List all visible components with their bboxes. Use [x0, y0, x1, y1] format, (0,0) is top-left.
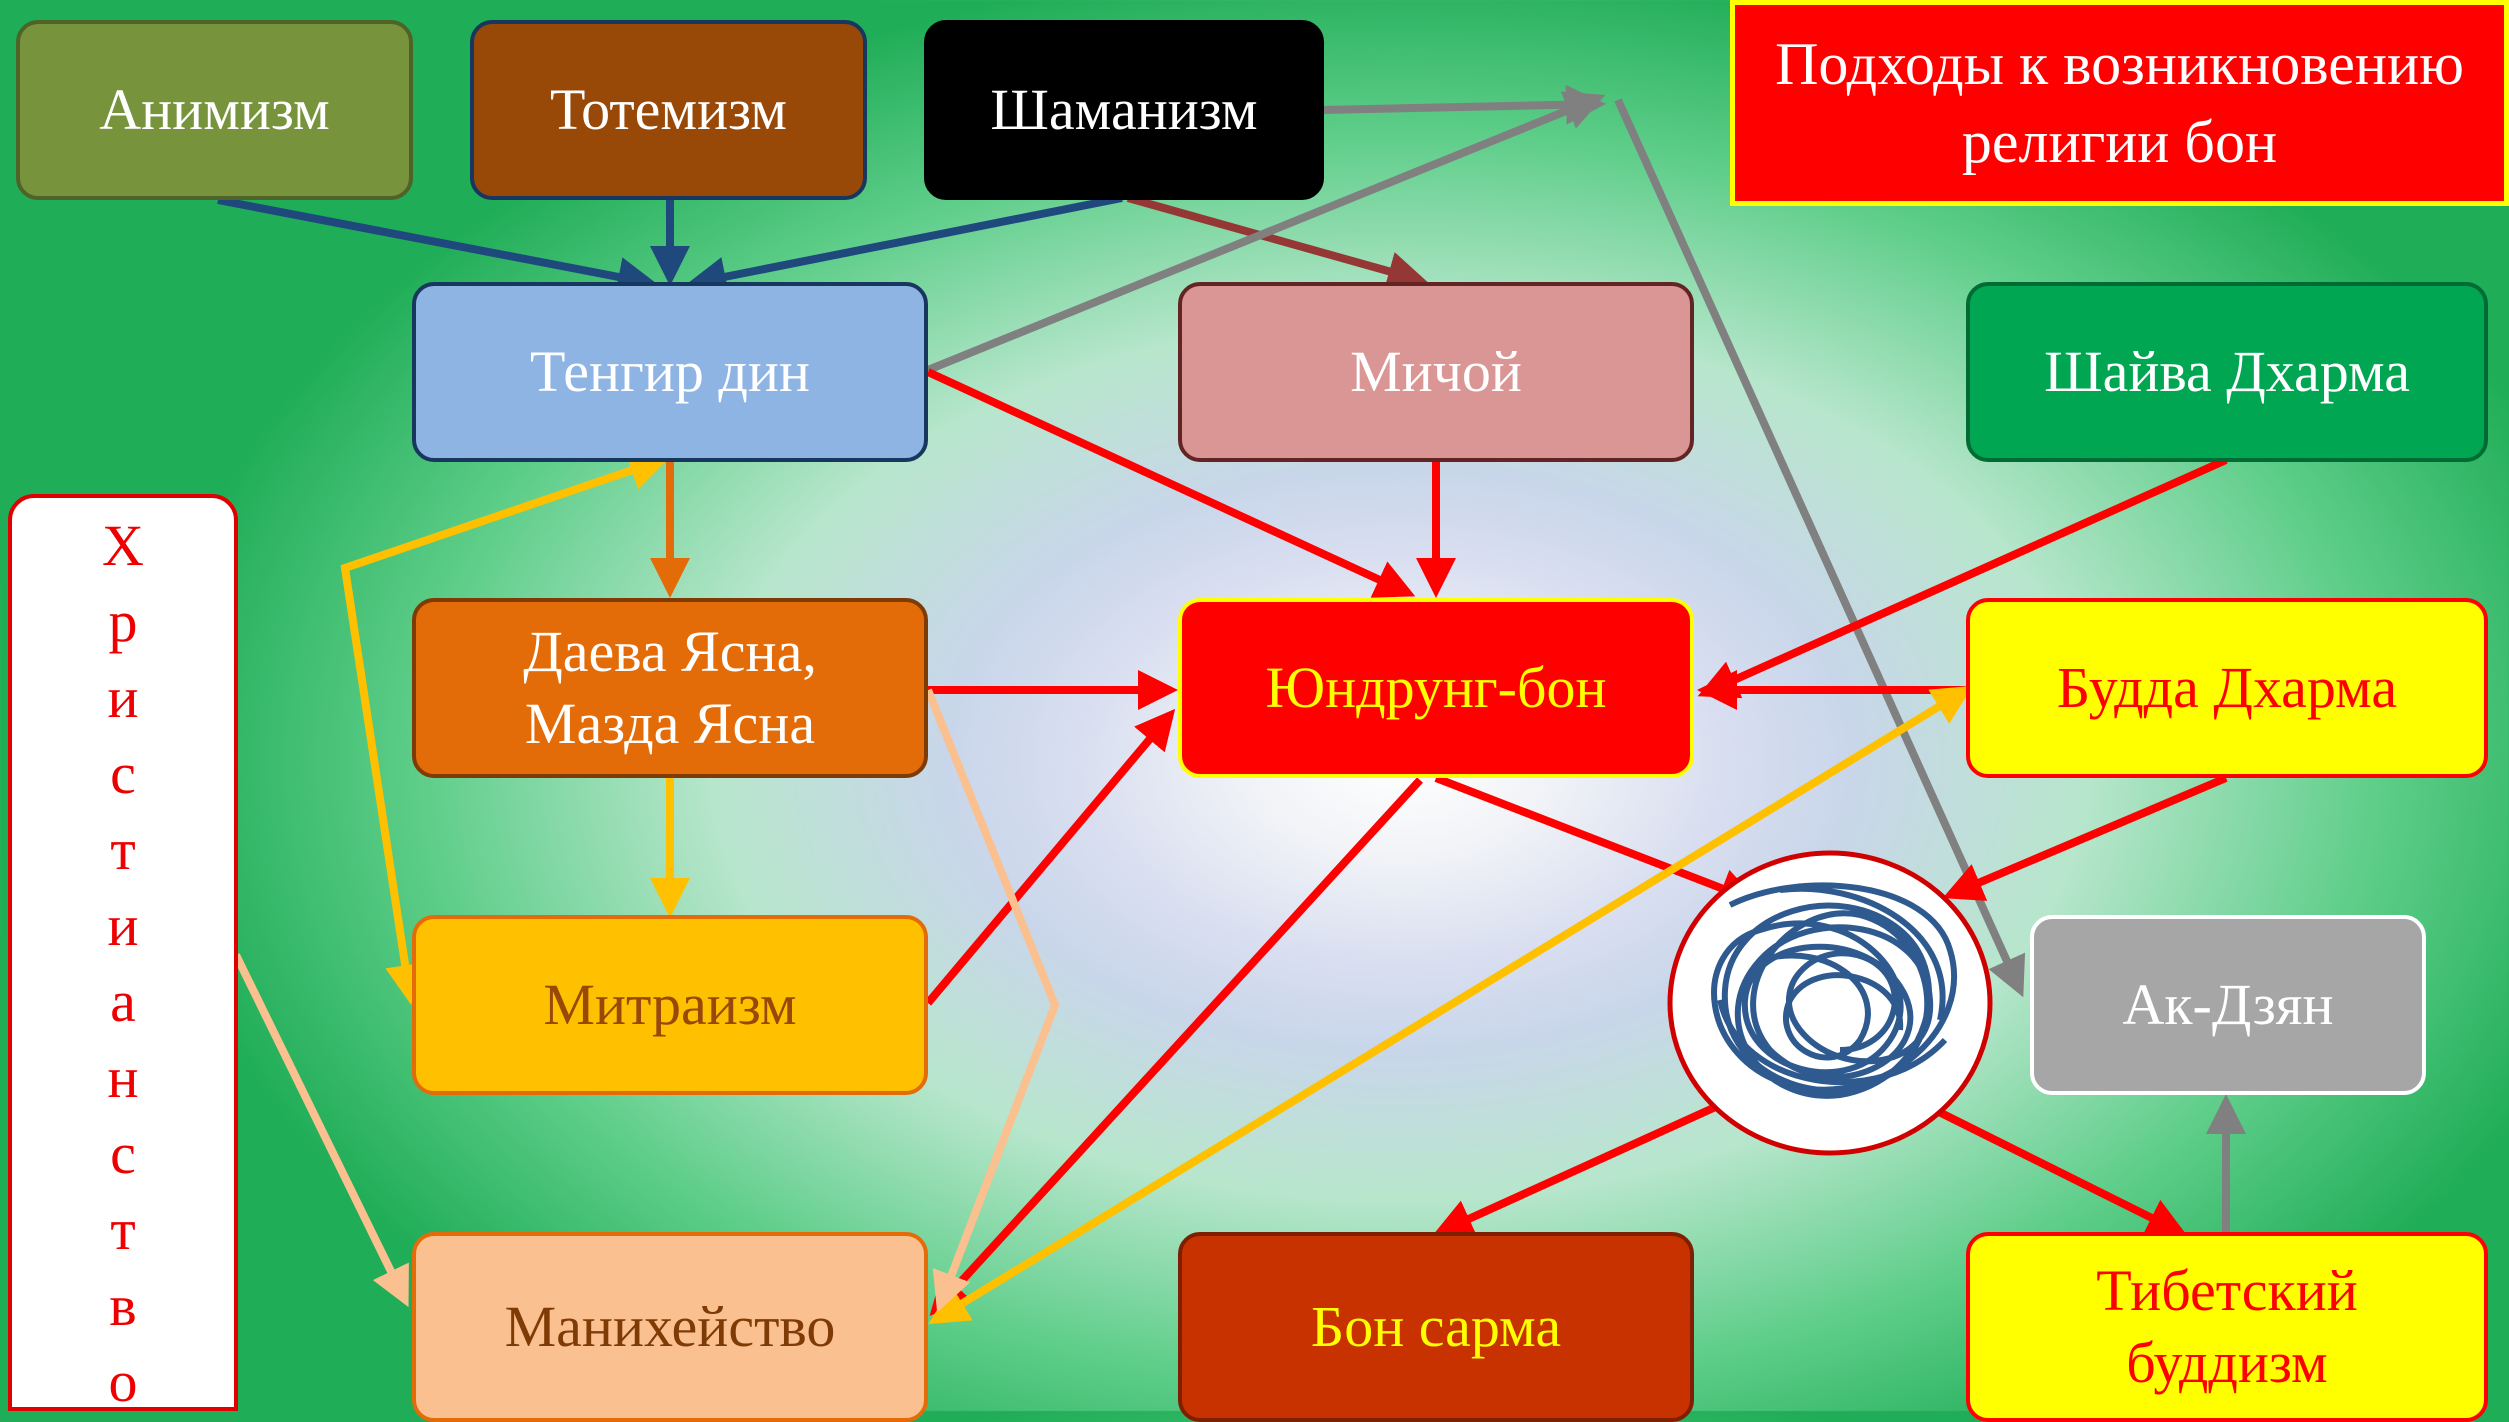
scribble-tangle-icon: [1667, 850, 1993, 1156]
vertical-label-letter: о: [108, 1349, 138, 1414]
arrow-tengir-mithraism-double: [340, 451, 670, 1005]
node-michoy: Мичой: [1178, 282, 1694, 462]
node-yungdrung-bon: Юндрунг-бон: [1178, 598, 1694, 778]
arrow-shaiva-yungdrung: [1697, 456, 2228, 699]
vertical-label-letter: в: [109, 1273, 137, 1338]
node-shamanism: Шаманизм: [924, 20, 1324, 200]
node-bon-sarma: Бон сарма: [1178, 1232, 1694, 1422]
vertical-label-letter: и: [107, 665, 139, 730]
arrow-christianity-manichaeism: [232, 953, 409, 1308]
arrow-tangle-tibetan: [1933, 1106, 2188, 1236]
vertical-label-letter: и: [107, 893, 139, 958]
diagram-title: Подходы к возникновению религии бон: [1730, 0, 2509, 206]
arrow-buddha-tangle: [1942, 774, 2228, 901]
arrow-yungdrung-tangle: [1434, 774, 1760, 908]
arrow-daeva-manichaeism: [924, 688, 1060, 1313]
vertical-label-letter: т: [110, 1197, 136, 1262]
vertical-label-letter: т: [110, 817, 136, 882]
arrow-shamanism-michoy: [1126, 194, 1428, 291]
node-tengir-din: Тенгир дин: [412, 282, 928, 462]
arrow-shamanism-tengir: [686, 194, 1123, 297]
arrow-shamanism-top-gray: [1321, 84, 1606, 125]
arrow-animism-tengir: [217, 196, 658, 297]
arrow-mithraism-yungdrung: [924, 708, 1176, 1006]
node-buddha-dharma: Будда Дхарма: [1966, 598, 2488, 778]
node-animism: Анимизм: [16, 20, 413, 200]
vertical-label-letter: а: [110, 969, 136, 1034]
node-tibetan-buddhism: Тибетский буддизм: [1966, 1232, 2488, 1422]
node-manichaeism: Манихейство: [412, 1232, 928, 1422]
vertical-label-letter: с: [110, 741, 136, 806]
node-totemism: Тотемизм: [470, 20, 867, 200]
node-shaiva-dharma: Шайва Дхарма: [1966, 282, 2488, 462]
vertical-label-letter: н: [107, 1045, 139, 1110]
node-ak-dzyan: Ак-Дзян: [2030, 915, 2426, 1095]
node-mithraism: Митраизм: [412, 915, 928, 1095]
vertical-label-letter: Х: [102, 513, 144, 578]
arrow-buddha-manichaeism-double: [928, 685, 1973, 1325]
node-daeva-yasna: Даева Ясна, Мазда Ясна: [412, 598, 928, 778]
arrow-tengir-top-gray: [926, 91, 1606, 374]
arrow-tengir-yungdrung: [926, 368, 1416, 598]
arrow-manichaeism-yungdrung: [929, 777, 1423, 1316]
vertical-label-letter: с: [110, 1121, 136, 1186]
vertical-label-letter: р: [108, 589, 138, 654]
